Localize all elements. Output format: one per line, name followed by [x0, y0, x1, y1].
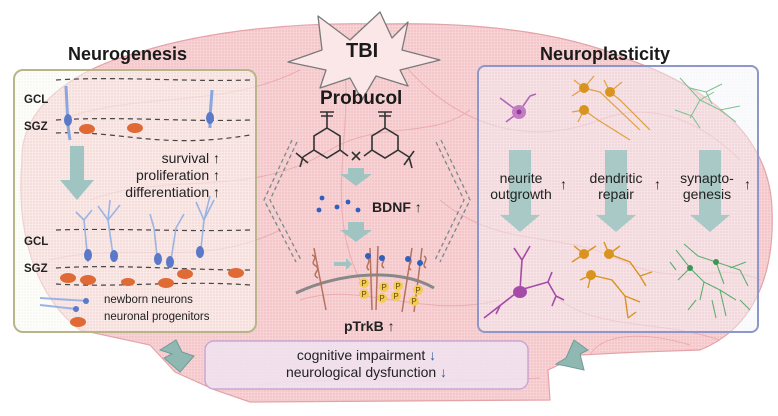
up-arrow-icon: ↑ [213, 167, 220, 183]
newborn-neuron-top-right [206, 89, 214, 128]
down-arrow-to-trkb [340, 222, 372, 242]
newborn-neuron-top-left [64, 85, 72, 141]
ptrkb-label: pTrkB ↑ [344, 318, 395, 334]
phospho-label: P [393, 292, 398, 301]
legend-neuronal-progenitors: neuronal progenitors [104, 311, 210, 323]
bdnf-molecules-icon [316, 195, 361, 213]
up-arrow-icon: ↑ [387, 318, 395, 334]
mechanism-bracket-left [263, 139, 302, 263]
gcl-label-bottom: GCL [24, 236, 49, 248]
phospho-label: P [411, 297, 416, 306]
probucol-structure-icon [295, 111, 415, 169]
bdnf-label: BDNF ↑ [372, 199, 422, 215]
effect-proliferation: proliferation ↑ [135, 167, 220, 183]
phospho-labels: PP PP PP PP [361, 279, 420, 306]
up-arrow-icon: ↑ [414, 199, 422, 215]
phospho-label: P [415, 286, 420, 295]
activation-arrow [334, 258, 352, 270]
arrow-synapto [690, 150, 730, 232]
phospho-label: P [361, 279, 366, 288]
cell-membrane [295, 273, 435, 295]
newborn-neuron-somas [84, 246, 204, 268]
layer-boundaries-bottom [55, 228, 251, 286]
outcome-effects: cognitive impairment ↓ neurological dysf… [205, 347, 528, 381]
progenitor-cells-top [79, 123, 143, 134]
outcome-neurological: neurological dysfunction ↓ [285, 364, 448, 380]
effect-neurite-outgrowth: neurite outgrowth [490, 170, 552, 202]
neuroplasticity-title: Neuroplasticity [540, 44, 671, 64]
effect-differentiation: differentiation ↑ [125, 184, 220, 200]
gcl-label-top: GCL [24, 94, 49, 106]
neurite-cell-before [499, 93, 537, 123]
synapto-cells-before [674, 77, 741, 129]
bound-bdnf [365, 253, 423, 266]
phospho-label: P [395, 282, 400, 291]
outcome-cognitive: cognitive impairment ↓ [296, 347, 437, 363]
neurogenesis-title: Neurogenesis [68, 44, 188, 64]
down-arrow-icon: ↓ [440, 364, 448, 380]
legend-newborn-neurons: newborn neurons [104, 294, 193, 306]
down-arrow-to-bdnf [340, 168, 372, 186]
neurogenesis-effects: survival ↑ proliferation ↑ differentiati… [100, 150, 220, 201]
effect-dendritic-repair: dendritic repair [589, 170, 643, 202]
up-arrow-icon: ↑ [213, 150, 220, 166]
arrow-from-neurogenesis [158, 339, 195, 373]
progenitor-cell-icon [70, 317, 86, 327]
dendritic-somas-before [579, 83, 615, 115]
synapto-somas-after [687, 259, 719, 271]
mechanism-bracket-right [434, 139, 471, 263]
neurogenesis-down-arrow [60, 146, 94, 200]
up-arrow-icon: ↑ [744, 176, 751, 192]
phosphate-groups [359, 278, 423, 306]
down-arrow-icon: ↓ [429, 347, 437, 363]
probucol-label: Probucol [320, 88, 403, 109]
dendritic-cells-after [571, 241, 653, 319]
neurite-soma-after [513, 286, 527, 298]
layer-boundaries-top [55, 78, 251, 142]
up-arrow-icon: ↑ [213, 184, 220, 200]
phospho-label: P [361, 290, 366, 299]
arrow-dendritic [596, 150, 636, 232]
phospho-label: P [381, 283, 386, 292]
synapto-cells-after [669, 243, 751, 319]
effect-synaptogenesis: synapto- genesis [680, 170, 734, 202]
tbi-label: TBI [346, 40, 379, 62]
up-arrow-icon: ↑ [560, 176, 567, 192]
sgz-label-bottom: SGZ [24, 263, 48, 275]
effect-survival: survival ↑ [161, 150, 220, 166]
arrow-neurite [500, 150, 540, 232]
dendritic-somas-after [579, 249, 614, 280]
phospho-label: P [379, 294, 384, 303]
up-arrow-icon: ↑ [654, 176, 661, 192]
newborn-neuron-icon [39, 297, 89, 312]
progenitor-cells-bottom [60, 268, 244, 288]
sgz-label-top: SGZ [24, 121, 48, 133]
newborn-neurons-bottom [75, 195, 215, 267]
arrow-from-neuroplasticity [554, 339, 589, 371]
